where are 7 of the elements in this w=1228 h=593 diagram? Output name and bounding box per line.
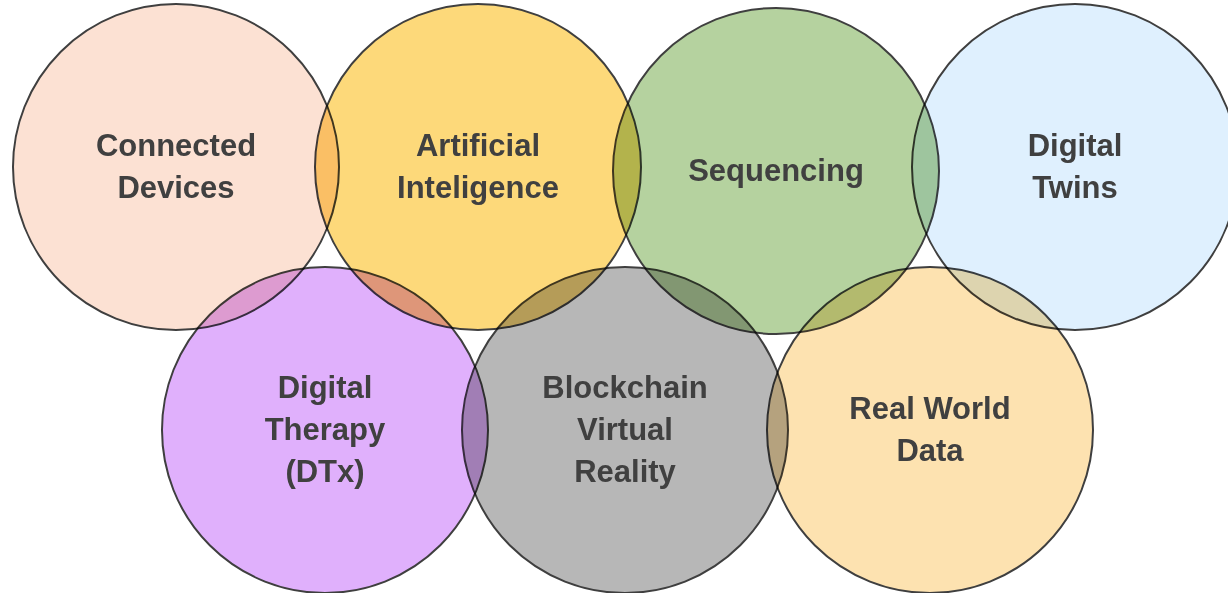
circle-label: Digital Therapy (DTx) — [263, 369, 387, 491]
circle-label: Real World Data — [848, 390, 1012, 470]
circle-label: Artificial Inteligence — [396, 127, 560, 207]
circle-label: Blockchain Virtual Reality — [541, 369, 709, 491]
circle-label: Digital Twins — [1026, 127, 1124, 207]
circle-label: Connected Devices — [94, 127, 258, 207]
circle-label: Sequencing — [687, 152, 865, 190]
